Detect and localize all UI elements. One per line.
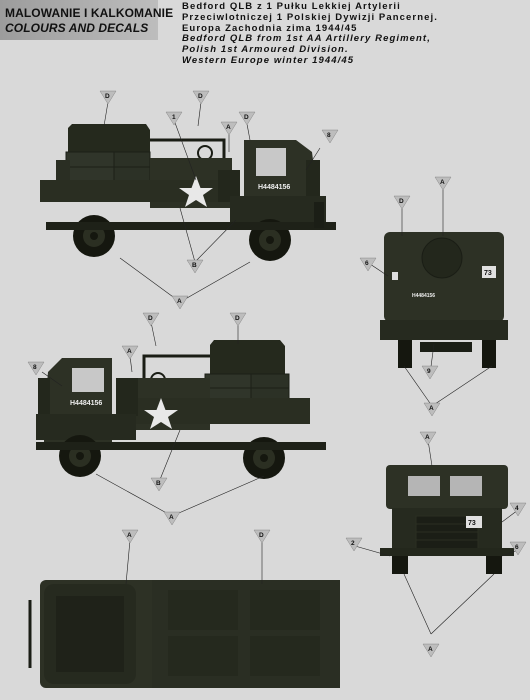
callout-D-4: D bbox=[142, 312, 160, 327]
svg-text:A: A bbox=[428, 646, 433, 653]
desc-line-1: Bedford QLB z 1 Pułku Lekkiej Artylerii bbox=[182, 1, 401, 12]
callout-9: 9 bbox=[421, 365, 439, 380]
desc-line-5: Polish 1st Armoured Division. bbox=[182, 44, 349, 56]
callout-A-9: A bbox=[422, 643, 440, 658]
tarp-load bbox=[68, 124, 150, 160]
callout-A-8: A bbox=[419, 431, 437, 446]
callout-D-3: D bbox=[238, 111, 256, 126]
callout-A-2: A bbox=[171, 295, 189, 310]
svg-text:D: D bbox=[148, 315, 153, 322]
callout-A-3: A bbox=[121, 345, 139, 360]
svg-text:A: A bbox=[425, 434, 430, 441]
title-english: COLOURS AND DECALS bbox=[5, 21, 149, 35]
callout-A-7: A bbox=[423, 402, 441, 417]
svg-text:D: D bbox=[259, 532, 264, 539]
svg-text:A: A bbox=[177, 298, 182, 305]
bridge-plate-front: 73 bbox=[468, 520, 476, 527]
callout-D-7: D bbox=[393, 195, 411, 210]
svg-text:A: A bbox=[440, 179, 445, 186]
callout-markers: D D 1 A D 8 B A bbox=[27, 90, 527, 658]
svg-text:4: 4 bbox=[515, 505, 519, 512]
svg-text:8: 8 bbox=[327, 132, 331, 139]
cab-window bbox=[256, 148, 286, 176]
callout-6-2: 6 bbox=[509, 541, 527, 556]
callout-D-6: D bbox=[253, 529, 271, 544]
desc-line-3: Europa Zachodnia zima 1944/45 bbox=[182, 22, 358, 34]
truck-top-view bbox=[28, 580, 340, 688]
svg-text:D: D bbox=[399, 198, 404, 205]
callout-B-2: B bbox=[150, 477, 168, 492]
callout-D-5: D bbox=[229, 312, 247, 327]
desc-line-2: Przeciwlotniczej 1 Polskiej Dywizji Panc… bbox=[182, 11, 438, 23]
allied-star-decal bbox=[179, 176, 213, 207]
svg-text:6: 6 bbox=[365, 260, 369, 267]
callout-A-1: A bbox=[220, 121, 238, 136]
header-band bbox=[0, 0, 158, 40]
svg-text:B: B bbox=[192, 262, 197, 269]
svg-text:9: 9 bbox=[427, 368, 431, 375]
callout-D-1: D bbox=[99, 90, 117, 105]
svg-text:A: A bbox=[127, 348, 132, 355]
callout-A-5: A bbox=[121, 529, 139, 544]
callout-6-1: 6 bbox=[359, 257, 377, 272]
svg-text:2: 2 bbox=[351, 540, 355, 547]
registration-side-1: H4484156 bbox=[258, 184, 290, 191]
svg-text:D: D bbox=[105, 93, 110, 100]
svg-text:A: A bbox=[226, 124, 231, 131]
svg-text:B: B bbox=[156, 480, 161, 487]
callout-1: 1 bbox=[165, 111, 183, 126]
svg-text:D: D bbox=[198, 93, 203, 100]
svg-text:D: D bbox=[244, 114, 249, 121]
callout-4: 4 bbox=[509, 502, 527, 517]
callout-A-6: A bbox=[434, 176, 452, 191]
registration-rear: H4484156 bbox=[412, 293, 435, 299]
allied-star-decal-2 bbox=[144, 398, 178, 429]
svg-text:1: 1 bbox=[172, 114, 176, 121]
svg-text:6: 6 bbox=[515, 544, 519, 551]
registration-side-2: H4484156 bbox=[70, 400, 102, 407]
callout-8-1: 8 bbox=[321, 129, 339, 144]
truck-side-view-right: H4484156 bbox=[40, 124, 336, 261]
callout-8-2: 8 bbox=[27, 361, 45, 376]
callout-B-1: B bbox=[186, 259, 204, 274]
callout-A-4: A bbox=[163, 511, 181, 526]
callout-D-2: D bbox=[192, 90, 210, 105]
bridge-plate-rear: 73 bbox=[484, 270, 492, 277]
truck-front-view: 73 10 bbox=[380, 465, 514, 574]
callout-2: 2 bbox=[345, 537, 363, 552]
desc-line-6: Western Europe winter 1944/45 bbox=[182, 54, 355, 66]
vehicle-description: Bedford QLB z 1 Pułku Lekkiej Artylerii … bbox=[182, 1, 438, 67]
title-polish: MALOWANIE I KALKOMANIE bbox=[5, 6, 174, 20]
svg-text:D: D bbox=[235, 315, 240, 322]
svg-text:8: 8 bbox=[33, 364, 37, 371]
svg-text:A: A bbox=[169, 514, 174, 521]
desc-line-4: Bedford QLB from 1st AA Artillery Regime… bbox=[182, 33, 431, 45]
svg-text:A: A bbox=[429, 405, 434, 412]
svg-text:A: A bbox=[127, 532, 132, 539]
leader-lines bbox=[41, 101, 519, 635]
truck-side-view-left: H4484156 bbox=[36, 340, 326, 479]
truck-rear-view: 73 H4484156 bbox=[380, 232, 508, 368]
cab-window-2 bbox=[72, 368, 104, 392]
